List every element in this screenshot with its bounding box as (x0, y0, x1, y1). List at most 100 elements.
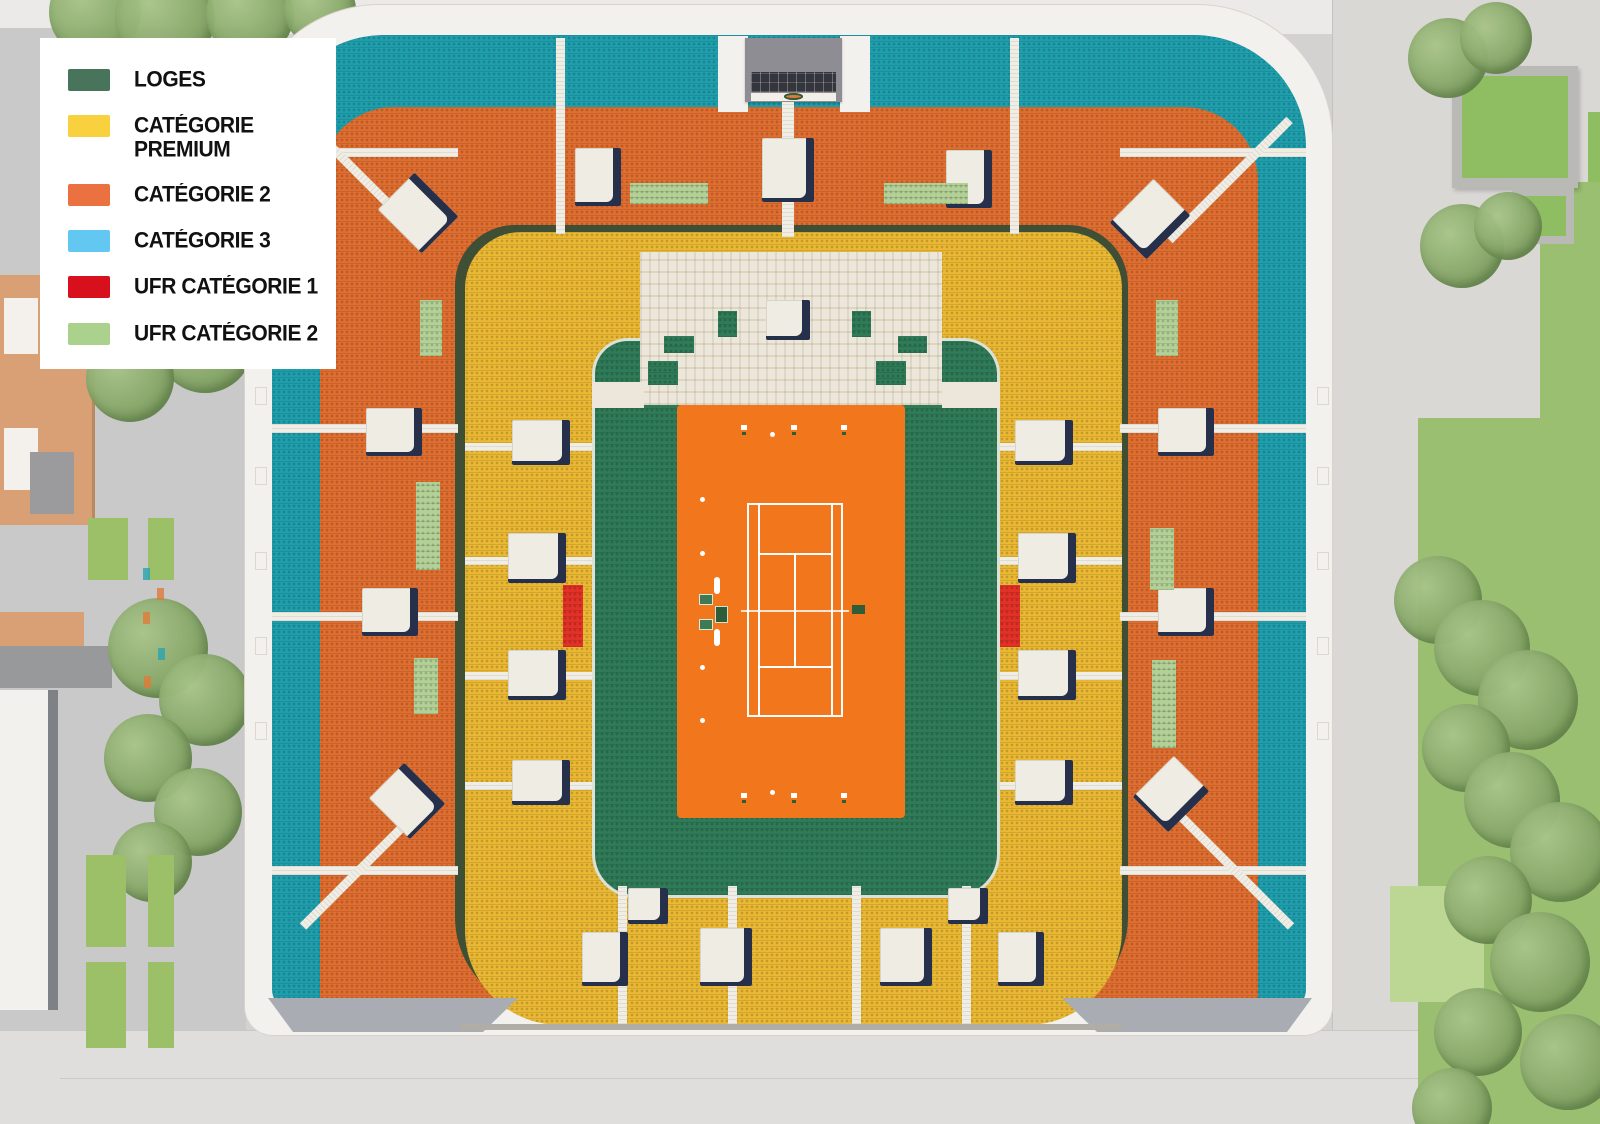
stairway (512, 760, 570, 805)
zone-ufr-categorie-2[interactable] (1150, 528, 1174, 590)
street-object (157, 588, 164, 600)
street-object (143, 612, 150, 624)
court-mark (700, 497, 705, 502)
line-judge-mark (791, 425, 797, 430)
stairway (366, 408, 422, 456)
zone-ufr-categorie-1[interactable] (1000, 585, 1020, 647)
plaza-joint-line (60, 1078, 1550, 1079)
stairway (362, 588, 418, 636)
legend-swatch-ufr1 (68, 276, 110, 299)
legend-swatch-ufr2 (68, 322, 110, 345)
zone-ufr-categorie-2[interactable] (1156, 300, 1178, 356)
stairway (628, 888, 668, 924)
aisle (962, 886, 971, 1028)
stairway (948, 888, 988, 924)
grass-strip (86, 962, 126, 1048)
tree (1434, 988, 1522, 1076)
legend-label: CATÉGORIE 2 (134, 183, 271, 208)
line-judge-mark (841, 425, 847, 430)
zone-ufr-categorie-2[interactable] (414, 658, 438, 714)
grass-strip (148, 518, 174, 580)
concourse-tab (256, 553, 266, 569)
loges-block[interactable] (664, 336, 694, 353)
legend-item-premium: CATÉGORIE PREMIUM (68, 114, 336, 162)
camera-pit (852, 605, 865, 614)
legend: LOGES CATÉGORIE PREMIUM CATÉGORIE 2 CATÉ… (40, 38, 336, 369)
tree (1490, 912, 1590, 1012)
line-judge-mark (741, 425, 747, 430)
line-judge-mark (841, 793, 847, 798)
concourse-tab (256, 468, 266, 484)
court-mark (700, 665, 705, 670)
stairway (368, 762, 446, 840)
terracotta-courtyard (4, 298, 38, 354)
concourse-tab (1318, 638, 1328, 654)
sideline-board (714, 629, 720, 646)
scoreboard-flank (840, 36, 870, 112)
concourse-tab (1318, 553, 1328, 569)
player-bench (699, 594, 713, 605)
loges-block[interactable] (876, 361, 906, 385)
tribune-wing (592, 382, 644, 408)
street-object (144, 676, 151, 688)
rg-logo (784, 93, 803, 100)
stairway (1018, 533, 1076, 583)
stairway (512, 420, 570, 465)
stairway (1158, 588, 1214, 636)
zone-ufr-categorie-2[interactable] (1152, 660, 1176, 748)
legend-item-loges: LOGES (68, 68, 336, 92)
tree (1460, 2, 1532, 74)
street-object (158, 648, 165, 660)
court-mark (770, 790, 775, 795)
legend-label: UFR CATÉGORIE 2 (134, 321, 318, 346)
scoreboard-screen (751, 72, 836, 92)
legend-item-cat2: CATÉGORIE 2 (68, 183, 336, 208)
grass-strip (88, 518, 128, 580)
green-roof-sliver (1588, 112, 1600, 182)
zone-ufr-categorie-2[interactable] (420, 300, 442, 356)
loges-block[interactable] (898, 336, 927, 353)
court-mark (770, 432, 775, 437)
aisle (1120, 148, 1306, 157)
aisle (272, 148, 458, 157)
legend-swatch-premium (68, 115, 110, 138)
gray-roof-wing (0, 646, 112, 688)
stairway (766, 300, 810, 340)
stairway (880, 928, 932, 986)
legend-label: UFR CATÉGORIE 1 (134, 275, 318, 300)
aisle (1166, 116, 1293, 244)
player-bench (699, 619, 713, 630)
stairway (1015, 420, 1073, 465)
gray-annex (30, 452, 74, 514)
concourse-tab (1318, 723, 1328, 739)
stairway (575, 148, 621, 206)
aisle (1120, 866, 1306, 875)
concourse-tab (256, 723, 266, 739)
sideline-board (714, 577, 720, 594)
zone-ufr-categorie-2[interactable] (884, 183, 968, 204)
loges-block[interactable] (648, 361, 678, 385)
base-line (460, 1024, 1122, 1030)
legend-label: LOGES (134, 68, 206, 92)
concourse-tab (1318, 468, 1328, 484)
aisle (852, 886, 861, 1028)
court-mark (700, 718, 705, 723)
aisle (556, 38, 565, 234)
aisle (272, 424, 458, 433)
legend-item-ufr1: UFR CATÉGORIE 1 (68, 275, 336, 300)
tree (1412, 1068, 1492, 1124)
zone-ufr-categorie-2[interactable] (630, 183, 708, 204)
loges-block[interactable] (852, 311, 871, 337)
loges-block[interactable] (718, 311, 737, 337)
stairway (508, 533, 566, 583)
zone-ufr-categorie-2[interactable] (416, 482, 440, 570)
street-object (143, 568, 150, 580)
scoreboard-flank (718, 36, 748, 112)
legend-swatch-cat2 (68, 184, 110, 207)
umpire-chair (715, 606, 728, 623)
service-line (759, 666, 832, 668)
court-mark (700, 551, 705, 556)
zone-ufr-categorie-1[interactable] (563, 585, 583, 647)
stairway (1018, 650, 1076, 700)
